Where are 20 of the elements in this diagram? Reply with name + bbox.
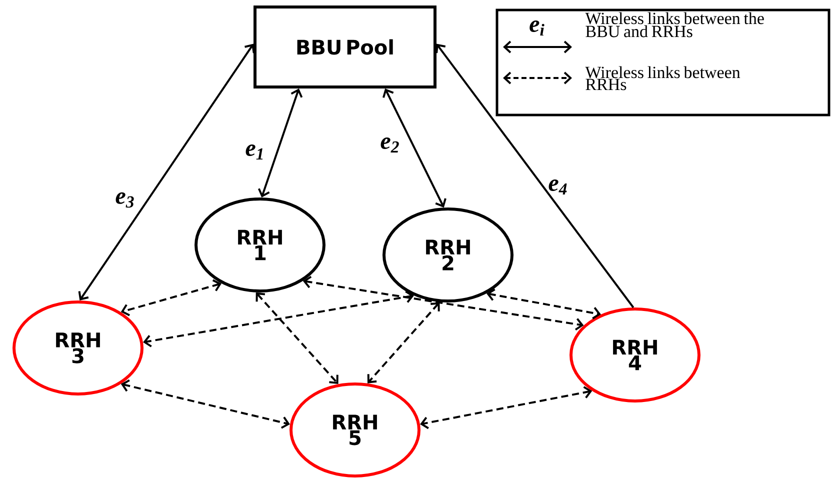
arrow — [302, 276, 584, 330]
process-box: BBU Pool — [254, 6, 436, 88]
arrow — [143, 290, 414, 348]
edge-label: e$_{3}$ — [116, 192, 134, 208]
arrow — [256, 292, 338, 384]
edge-label: e$_{2}$ — [380, 137, 399, 152]
arrow — [382, 88, 446, 208]
edge-label: e$_{4}$ — [548, 179, 567, 194]
arrow — [486, 288, 601, 320]
arrow — [436, 44, 634, 308]
arrow — [120, 379, 290, 429]
edge-label: e$_{1}$ — [246, 144, 263, 160]
arrow — [367, 302, 440, 384]
arrow — [120, 279, 222, 316]
arrow-label: e$_{i}$ — [530, 20, 544, 36]
legend-text: Wireless links between RRHs — [585, 66, 740, 90]
arrow — [420, 386, 592, 430]
arrow — [78, 44, 255, 300]
arrow — [258, 88, 303, 198]
legend-text: Wireless links between the BBU and RRHs — [585, 12, 764, 38]
